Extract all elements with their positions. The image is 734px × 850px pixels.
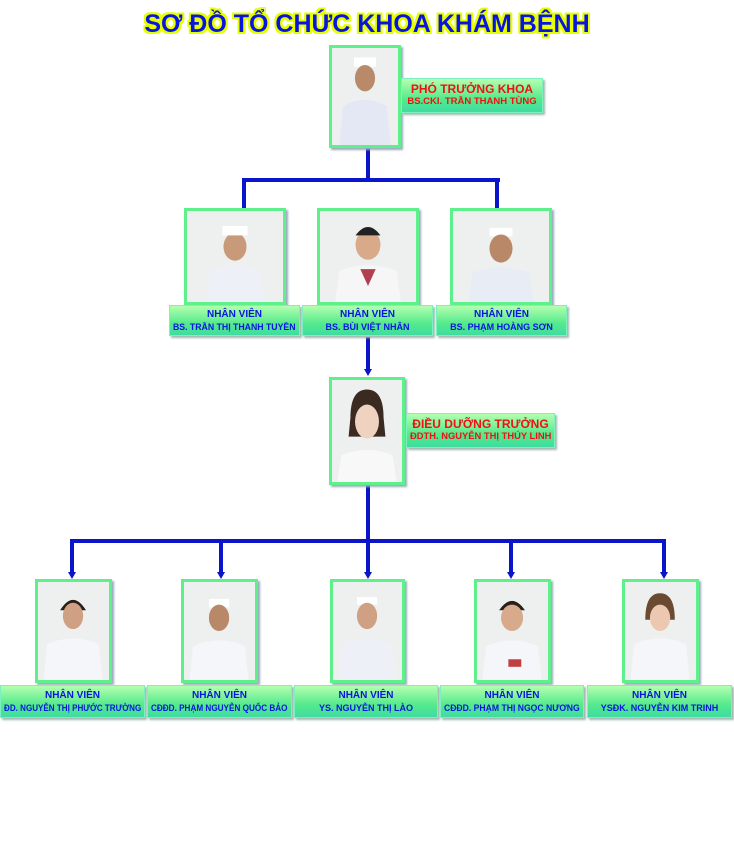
photo-nurse-head — [329, 377, 405, 485]
name-text: BS.CKI. TRẦN THANH TÙNG — [407, 96, 537, 107]
role-text: NHÂN VIÊN — [191, 690, 247, 701]
arrow-icon — [364, 572, 372, 579]
connector — [242, 178, 500, 182]
role-text: NHÂN VIÊN — [339, 309, 395, 320]
label-staff: NHÂN VIÊN CĐĐD. PHẠM NGUYỄN QUỐC BẢO — [147, 685, 292, 718]
role-text: NHÂN VIÊN — [484, 690, 540, 701]
role-text: NHÂN VIÊN — [631, 690, 687, 701]
role-text: NHÂN VIÊN — [44, 690, 100, 701]
label-staff: NHÂN VIÊN CĐĐD. PHẠM THỊ NGỌC NƯƠNG — [440, 685, 584, 718]
label-doctor: NHÂN VIÊN BS. PHẠM HOÀNG SƠN — [436, 305, 567, 336]
photo-doctor — [184, 208, 286, 305]
label-doctor: NHÂN VIÊN BS. BÙI VIỆT NHÂN — [302, 305, 433, 336]
role-text: PHÓ TRƯỞNG KHOA — [410, 82, 534, 96]
arrow-icon — [507, 572, 515, 579]
photo-staff — [330, 579, 405, 683]
photo-head — [329, 45, 401, 148]
role-text: NHÂN VIÊN — [473, 309, 529, 320]
name-text: BS. BÙI VIỆT NHÂN — [325, 322, 410, 332]
label-staff: NHÂN VIÊN YSĐK. NGUYỄN KIM TRINH — [587, 685, 732, 718]
arrow-icon — [68, 572, 76, 579]
role-text: NHÂN VIÊN — [338, 690, 394, 701]
connector — [509, 539, 513, 572]
label-doctor: NHÂN VIÊN BS. TRẦN THỊ THANH TUYỀN — [169, 305, 300, 336]
connector — [366, 539, 370, 572]
chart-title: SƠ ĐỒ TỔ CHỨC KHOA KHÁM BỆNH — [144, 10, 590, 38]
connector — [495, 178, 499, 208]
photo-staff — [181, 579, 258, 683]
name-text: CĐĐD. PHẠM THỊ NGỌC NƯƠNG — [444, 703, 580, 713]
label-staff: NHÂN VIÊN ĐD. NGUYỄN THỊ PHƯỚC TRƯỜNG — [0, 685, 145, 718]
connector — [662, 539, 666, 572]
name-text: YSĐK. NGUYỄN KIM TRINH — [600, 703, 719, 713]
arrow-icon — [660, 572, 668, 579]
photo-doctor — [317, 208, 419, 305]
role-text: ĐIỀU DƯỠNG TRƯỞNG — [412, 417, 549, 431]
connector — [219, 539, 223, 572]
name-text: CĐĐD. PHẠM NGUYỄN QUỐC BẢO — [151, 703, 288, 713]
name-text: BS. TRẦN THỊ THANH TUYỀN — [173, 322, 296, 332]
connector — [366, 485, 370, 543]
photo-staff — [622, 579, 699, 683]
label-staff: NHÂN VIÊN YS. NGUYỄN THỊ LÀO — [294, 685, 438, 718]
photo-staff — [474, 579, 551, 683]
connector — [366, 147, 370, 181]
name-text: ĐDTH. NGUYỄN THỊ THÚY LINH — [409, 431, 552, 442]
name-text: YS. NGUYỄN THỊ LÀO — [318, 703, 413, 713]
photo-staff — [35, 579, 112, 683]
role-text: NHÂN VIÊN — [206, 309, 262, 320]
arrow-icon — [217, 572, 225, 579]
connector — [366, 337, 370, 369]
name-text: ĐD. NGUYỄN THỊ PHƯỚC TRƯỜNG — [3, 703, 142, 713]
arrow-icon — [364, 369, 372, 376]
connector — [70, 539, 74, 572]
name-text: BS. PHẠM HOÀNG SƠN — [450, 322, 553, 332]
connector — [242, 178, 246, 208]
photo-doctor — [450, 208, 552, 305]
